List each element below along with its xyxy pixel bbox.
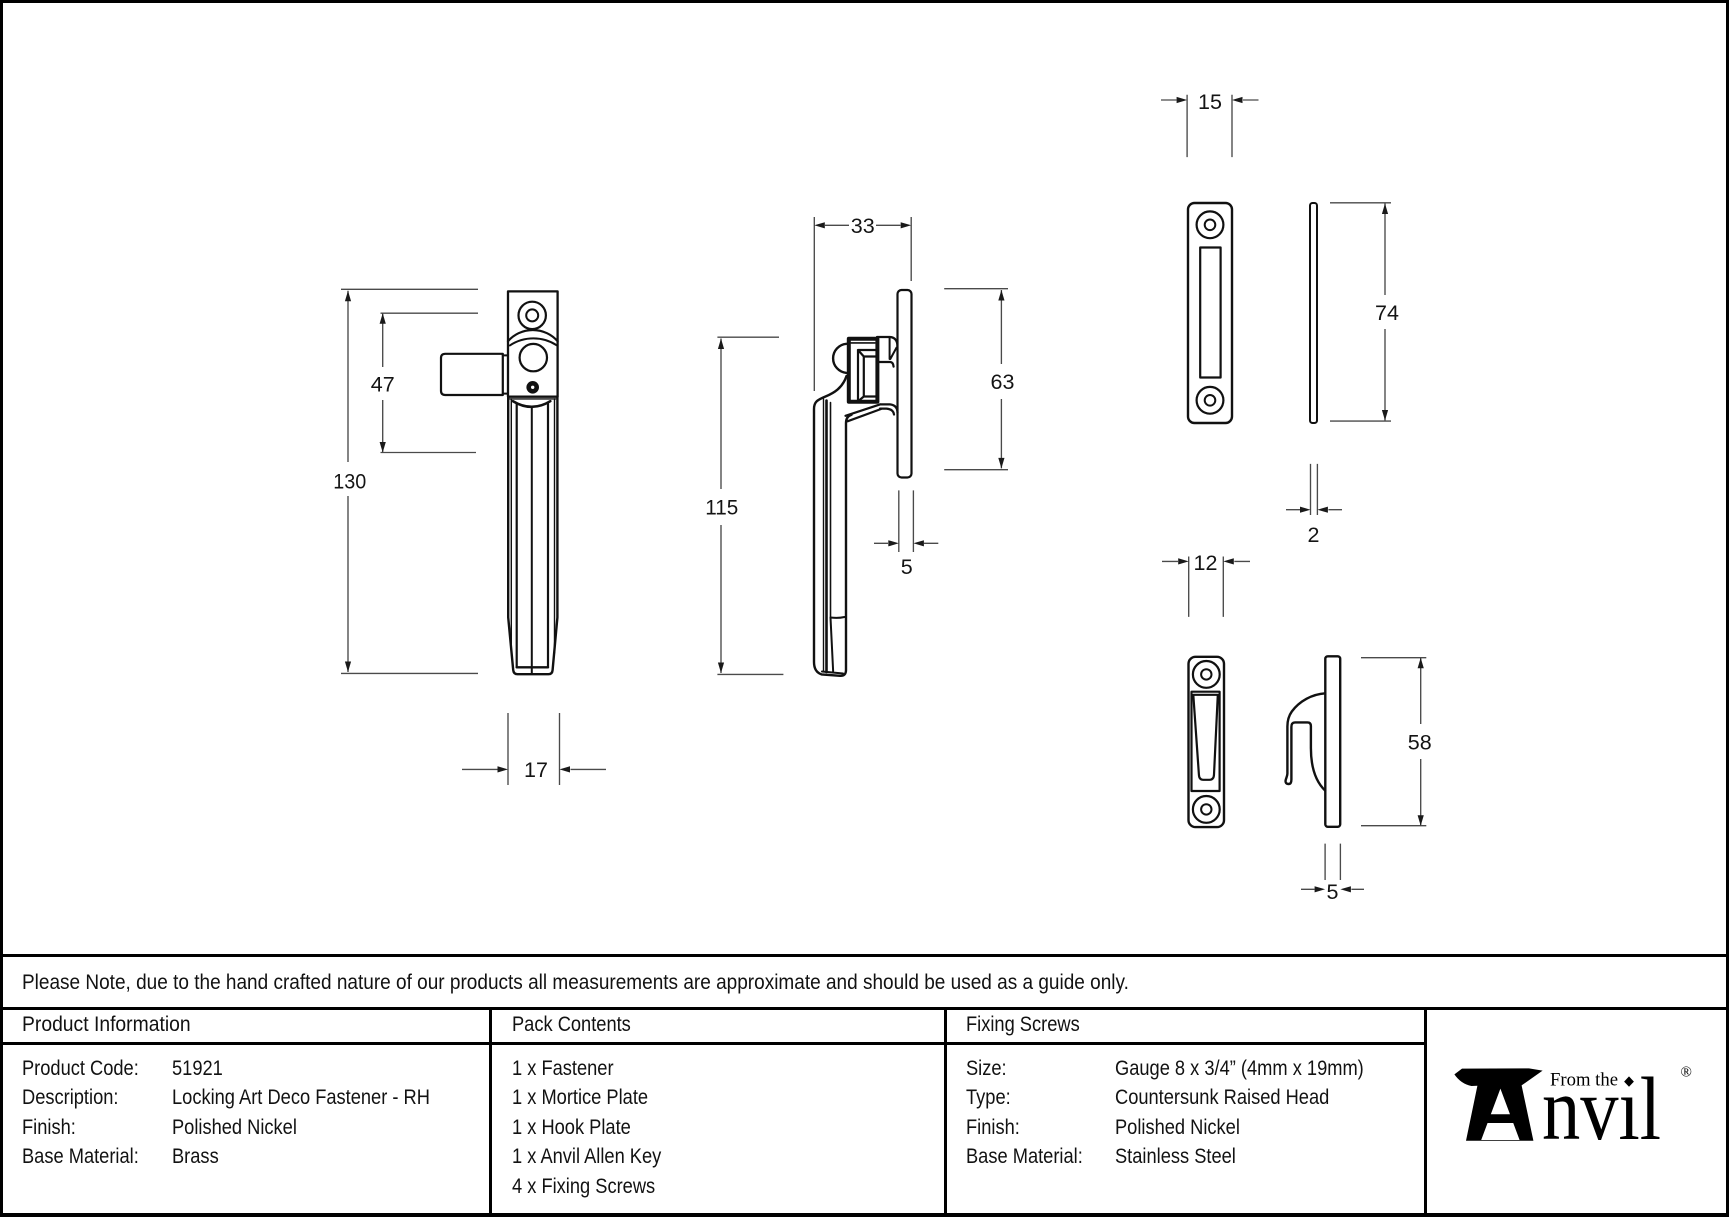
svg-text:130: 130 xyxy=(333,469,366,493)
svg-text:58: 58 xyxy=(1408,730,1432,754)
svg-text:12: 12 xyxy=(1194,551,1218,575)
svg-text:17: 17 xyxy=(524,758,548,782)
svg-text:74: 74 xyxy=(1375,301,1399,325)
svg-text:nvıl: nvıl xyxy=(1542,1060,1661,1159)
svg-text:5: 5 xyxy=(901,555,913,579)
svg-text:63: 63 xyxy=(991,370,1015,394)
svg-text:From the: From the xyxy=(1550,1070,1618,1091)
svg-text:115: 115 xyxy=(705,496,738,520)
svg-text:®: ® xyxy=(1681,1065,1692,1081)
svg-text:15: 15 xyxy=(1198,90,1222,114)
svg-text:2: 2 xyxy=(1308,523,1320,547)
svg-text:33: 33 xyxy=(851,214,875,238)
svg-text:47: 47 xyxy=(371,373,395,397)
svg-text:5: 5 xyxy=(1327,880,1339,904)
